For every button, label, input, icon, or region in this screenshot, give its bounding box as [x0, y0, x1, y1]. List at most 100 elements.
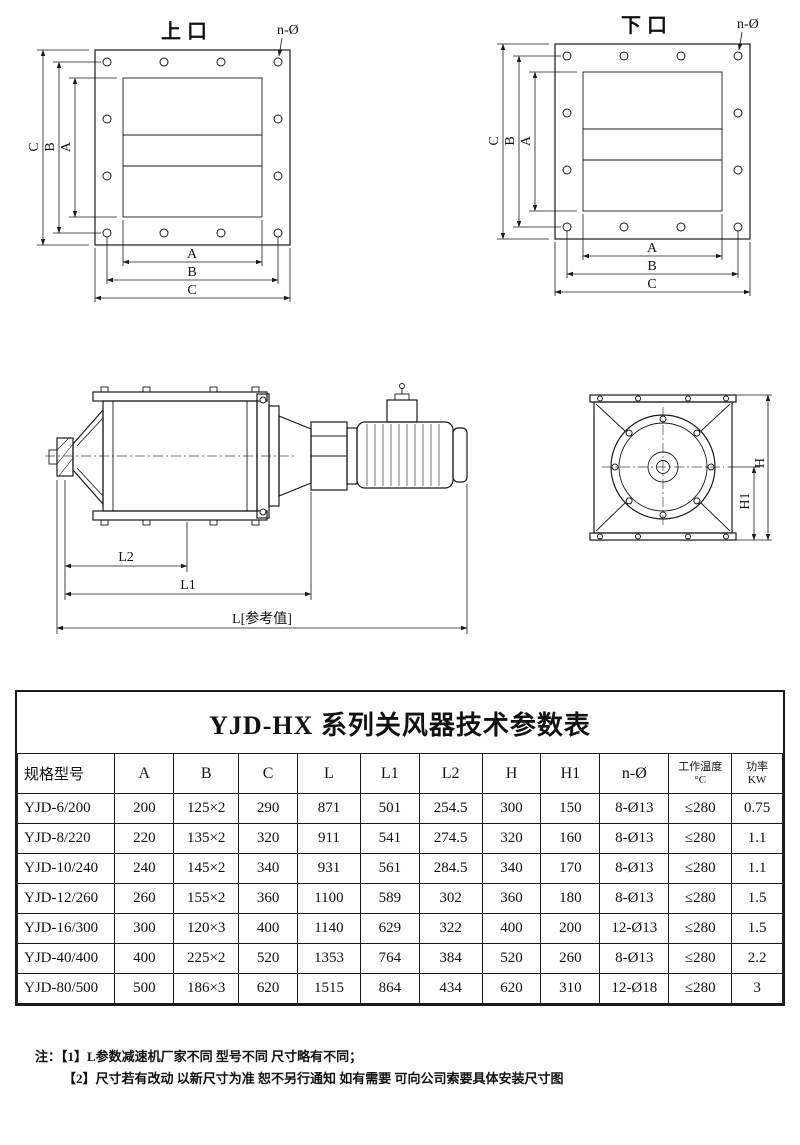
cell: 501: [359, 793, 420, 824]
top-port-title: 上口: [161, 20, 213, 43]
cell: 170: [540, 853, 601, 884]
cell: 629: [359, 913, 420, 944]
dim-h1-label: H1: [738, 492, 753, 509]
cell: 864: [359, 973, 420, 1004]
col-header-h: H: [481, 753, 542, 794]
cell: 520: [238, 943, 298, 974]
cell: 620: [481, 973, 542, 1004]
cell: 931: [297, 853, 361, 884]
temp-header-line1: 工作温度: [678, 760, 723, 773]
cell: 561: [359, 853, 420, 884]
cell: 145×2: [173, 853, 240, 884]
cell: 8-Ø13: [599, 853, 670, 884]
cell: 360: [481, 883, 542, 914]
table-row: YJD-8/220 220 135×2 320 911 541 274.5 32…: [16, 823, 783, 854]
cell: 225×2: [173, 943, 240, 974]
cell: 520: [481, 943, 542, 974]
cell: 8-Ø13: [599, 883, 670, 914]
cell: 1.5: [731, 913, 783, 944]
cell: 400: [114, 943, 175, 974]
col-header-temp: 工作温度 °C: [668, 753, 733, 794]
cell: 8-Ø13: [599, 943, 670, 974]
cell: 871: [297, 793, 361, 824]
cell: ≤280: [668, 823, 733, 854]
parameter-table: 规格型号 A B C L L1 L2 H H1 n-Ø 工作温度 °C 功率: [16, 753, 783, 1004]
bottom-port-drawing: 下口: [485, 15, 795, 314]
cell: ≤280: [668, 793, 733, 824]
cell: 1.1: [731, 823, 783, 854]
flange-figure: [27, 23, 299, 302]
top-port-drawing: 上口: [25, 20, 335, 320]
cell: 2.2: [731, 943, 783, 974]
footnote-2-text: 【2】尺寸若有改动 以新尺寸为准 恕不另行通知 如有需要 可向公司索要具体安装尺…: [63, 1071, 564, 1087]
cell: 200: [114, 793, 175, 824]
cell: 180: [540, 883, 601, 914]
cell: 160: [540, 823, 601, 854]
cell: 400: [481, 913, 542, 944]
cell: 260: [114, 883, 175, 914]
footnotes: 注：【1】L参数减速机厂家不同 型号不同 尺寸略有不同； 【2】尺寸若有改动 以…: [35, 1046, 564, 1090]
col-header-c: C: [238, 753, 298, 794]
model-cell: YJD-10/240: [16, 853, 116, 884]
table-row: YJD-12/260 260 155×2 360 1100 589 302 36…: [16, 883, 783, 914]
model-cell: YJD-16/300: [16, 913, 116, 944]
cell: 1515: [297, 973, 361, 1004]
end-view-drawing: H1 H: [589, 394, 772, 541]
dim-h-label: H: [753, 458, 768, 468]
dim-l2-label: L2: [118, 550, 134, 565]
footnote-line-2: 【2】尺寸若有改动 以新尺寸为准 恕不另行通知 如有需要 可向公司索要具体安装尺…: [63, 1068, 564, 1090]
col-header-holes: n-Ø: [599, 753, 670, 794]
side-view-drawing: L2 L1 L[参考值]: [45, 383, 468, 634]
table-row: YJD-16/300 300 120×3 400 1140 629 322 40…: [16, 913, 783, 944]
cell: 620: [238, 973, 298, 1004]
valve-body: [45, 386, 295, 526]
footnote-line-1: 注：【1】L参数减速机厂家不同 型号不同 尺寸略有不同；: [35, 1046, 564, 1068]
cell: 300: [481, 793, 542, 824]
cell: 155×2: [173, 883, 240, 914]
cell: 260: [540, 943, 601, 974]
cell: 125×2: [173, 793, 240, 824]
model-cell: YJD-80/500: [16, 973, 116, 1004]
cell: 1100: [297, 883, 361, 914]
cell: ≤280: [668, 913, 733, 944]
cell: ≤280: [668, 853, 733, 884]
temp-header-line2: °C: [694, 773, 707, 786]
model-cell: YJD-8/220: [16, 823, 116, 854]
cell: 911: [297, 823, 361, 854]
cell: 284.5: [418, 853, 483, 884]
cell: 340: [481, 853, 542, 884]
col-header-a: A: [114, 753, 175, 794]
parameter-table-container: YJD-HX 系列关风器技术参数表 规格型号 A B C L L1 L2 H H…: [15, 690, 785, 1006]
footnote-1-text: 【1】L参数减速机厂家不同 型号不同 尺寸略有不同；: [61, 1049, 363, 1064]
cell: ≤280: [668, 883, 733, 914]
header-row: 规格型号 A B C L L1 L2 H H1 n-Ø 工作温度 °C 功率: [16, 753, 783, 794]
col-header-h1: H1: [540, 753, 601, 794]
cell: 320: [481, 823, 542, 854]
col-header-power: 功率 KW: [731, 753, 783, 794]
cell: 200: [540, 913, 601, 944]
cell: 254.5: [418, 793, 483, 824]
model-cell: YJD-40/400: [16, 943, 116, 974]
cell: 186×3: [173, 973, 240, 1004]
col-header-l1: L1: [359, 753, 420, 794]
cell: 541: [359, 823, 420, 854]
table-row: YJD-40/400 400 225×2 520 1353 764 384 52…: [16, 943, 783, 974]
cell: ≤280: [668, 973, 733, 1004]
col-header-model: 规格型号: [16, 753, 116, 794]
cell: 340: [238, 853, 298, 884]
length-dimensions: L2 L1 L[参考值]: [56, 480, 468, 634]
cell: 400: [238, 913, 298, 944]
dim-l1-label: L1: [180, 578, 196, 593]
end-view-body: [589, 394, 737, 541]
drive-train: [256, 383, 468, 519]
cell: 12-Ø18: [599, 973, 670, 1004]
cell: 302: [418, 883, 483, 914]
table-row: YJD-10/240 240 145×2 340 931 561 284.5 3…: [16, 853, 783, 884]
cell: 1353: [297, 943, 361, 974]
cell: 310: [540, 973, 601, 1004]
cell: 3: [731, 973, 783, 1004]
power-header-line1: 功率: [746, 760, 769, 773]
cell: 589: [359, 883, 420, 914]
cell: 150: [540, 793, 601, 824]
cell: 320: [238, 823, 298, 854]
